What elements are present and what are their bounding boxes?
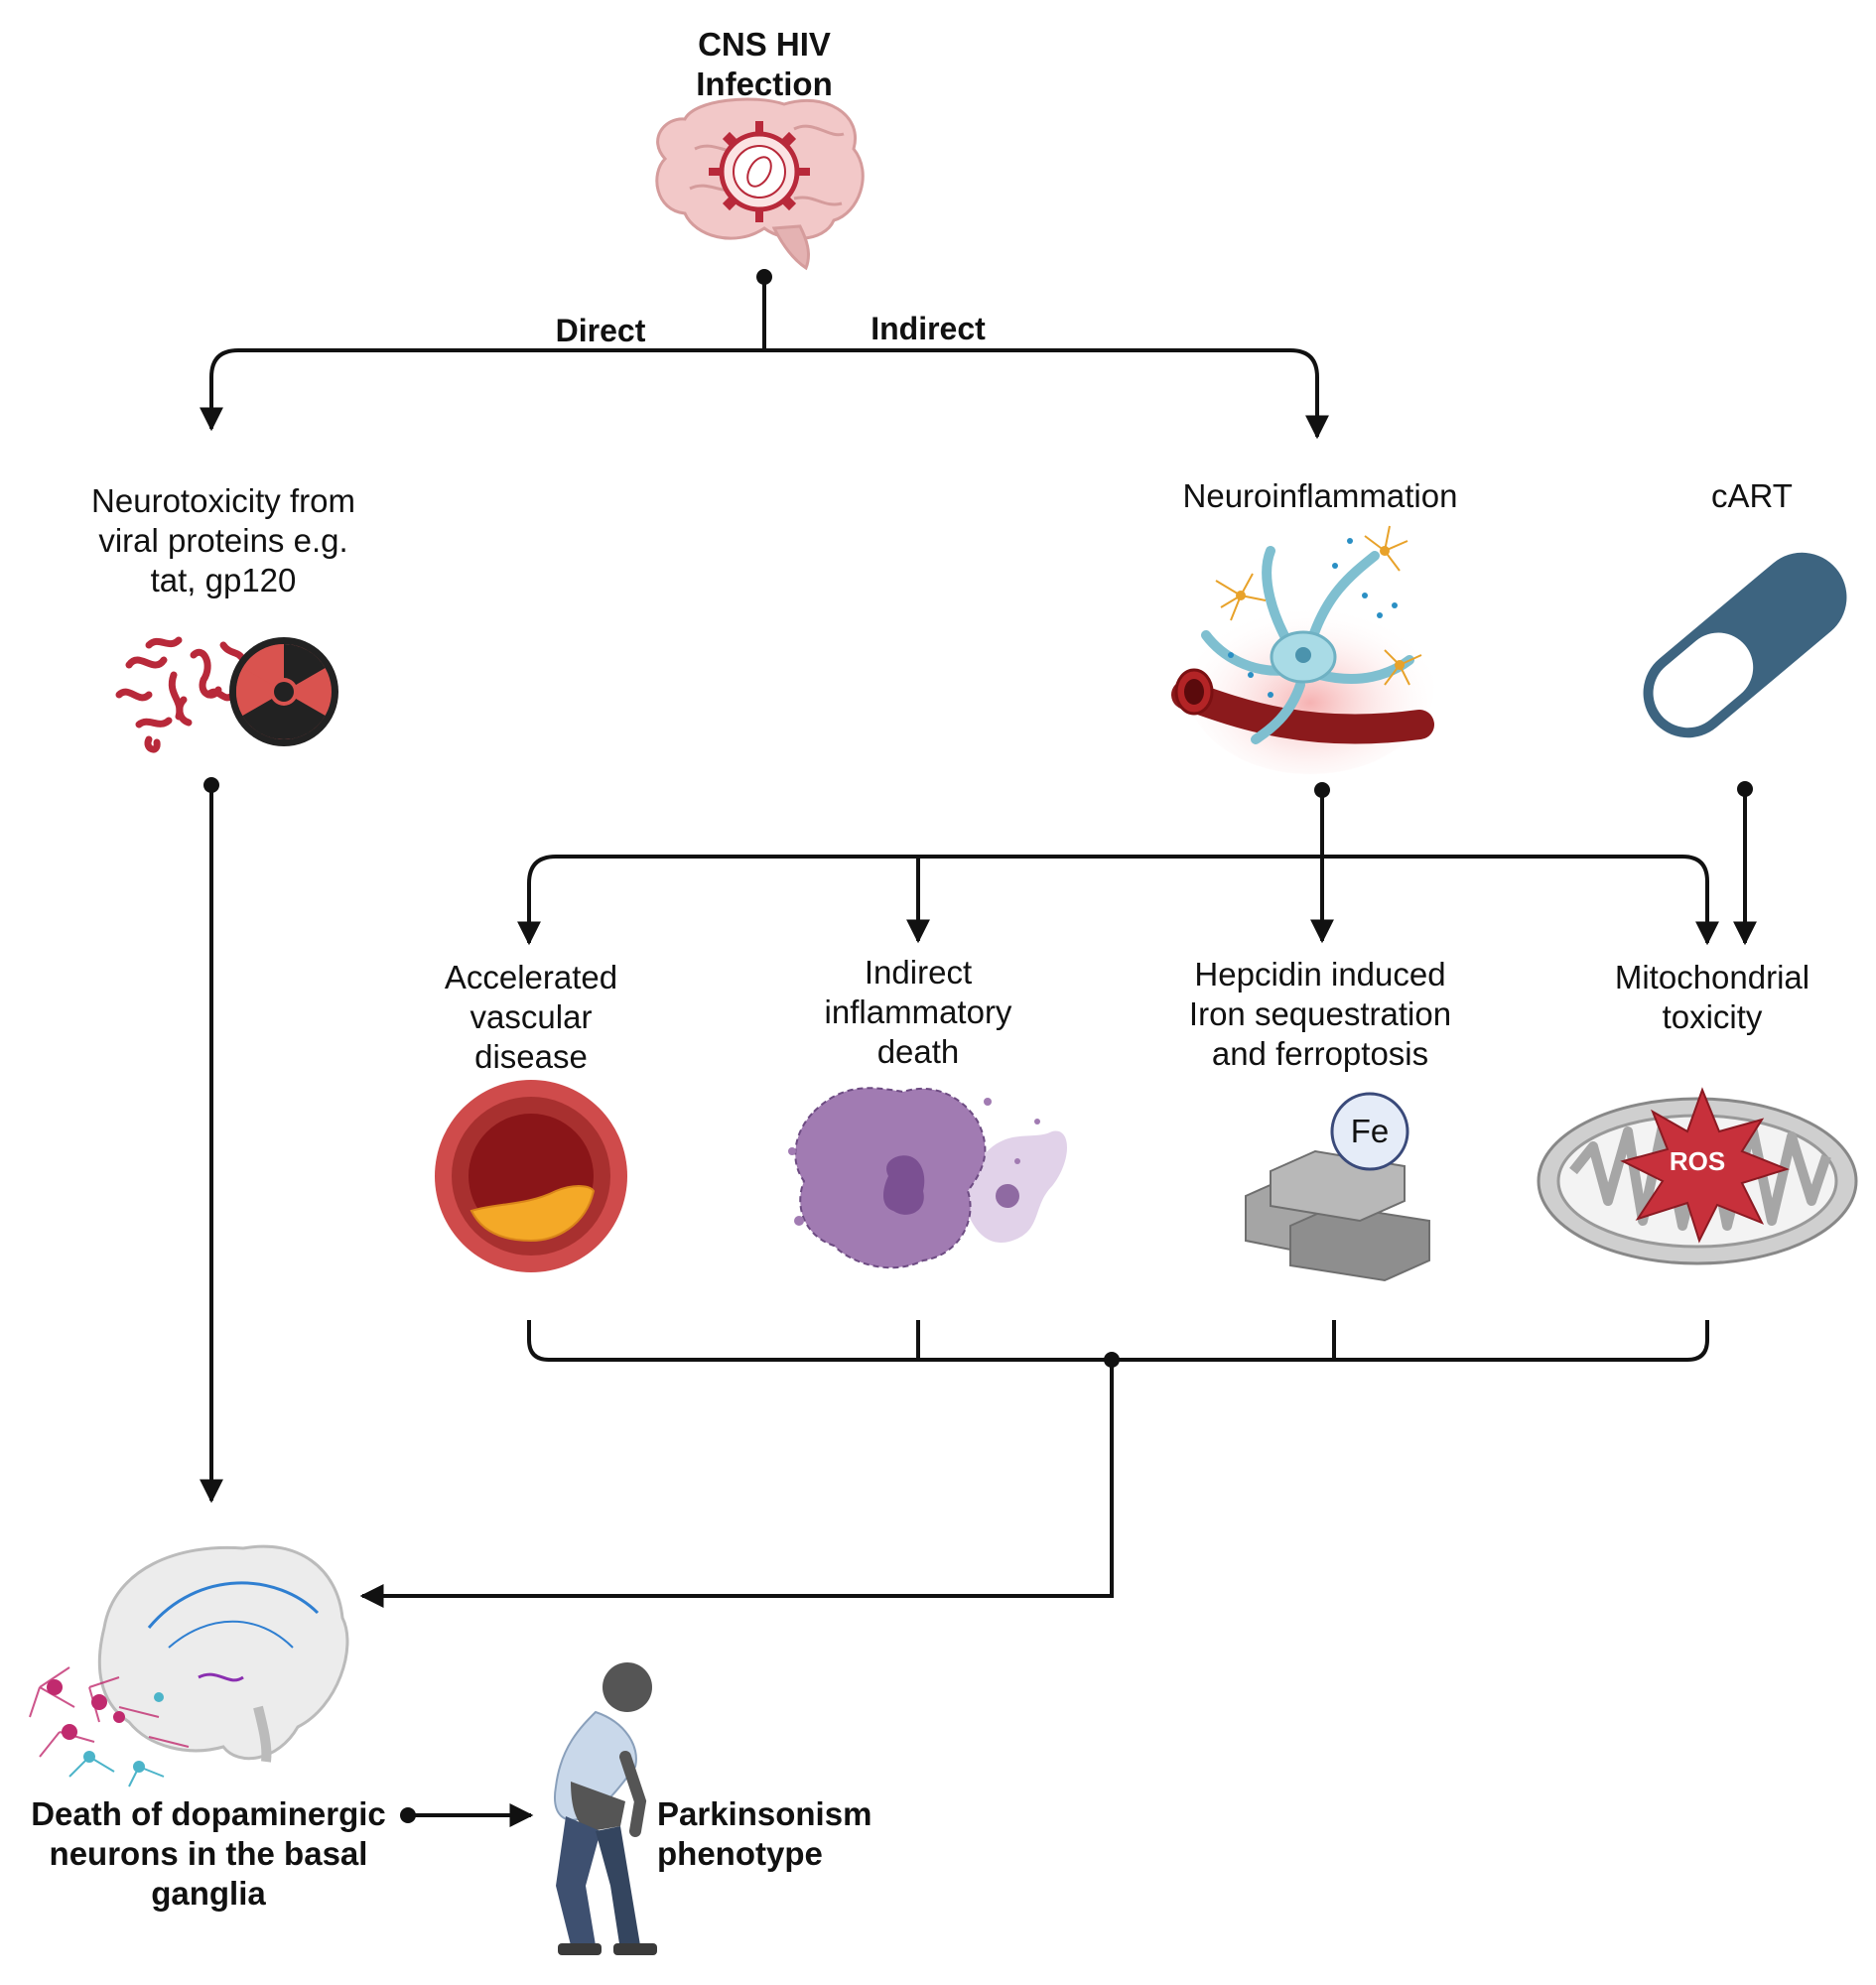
fe-badge-label: Fe bbox=[1350, 1113, 1390, 1149]
node-parkinsonism-line2: phenotype bbox=[657, 1835, 823, 1872]
cell-death-icon bbox=[788, 1087, 1067, 1269]
node-mito-line2: toxicity bbox=[1662, 998, 1763, 1035]
node-neurotoxicity: Neurotoxicity from viral proteins e.g. t… bbox=[40, 481, 407, 600]
node-vascular-line2: vascular bbox=[469, 998, 593, 1035]
node-vascular-line1: Accelerated bbox=[444, 959, 618, 995]
pill-icon bbox=[1643, 552, 1847, 738]
node-vascular: Accelerated vascular disease bbox=[402, 958, 660, 1077]
node-cns-hiv-line2: Infection bbox=[696, 66, 833, 102]
node-neuroinflammation: Neuroinflammation bbox=[1151, 476, 1489, 516]
node-cns-hiv-line1: CNS HIV bbox=[698, 26, 831, 63]
node-parkinsonism: Parkinsonism phenotype bbox=[657, 1794, 915, 1874]
node-dopaminergic-line1: Death of dopaminergic bbox=[31, 1795, 386, 1832]
node-hepcidin-line3: and ferroptosis bbox=[1211, 1035, 1429, 1072]
brain-virus-icon bbox=[655, 97, 865, 271]
ros-label: ROS bbox=[1669, 1146, 1726, 1176]
edge-label-indirect: Indirect bbox=[871, 311, 986, 346]
node-vascular-line3: disease bbox=[474, 1038, 588, 1075]
node-neuroinflammation-line1: Neuroinflammation bbox=[1182, 477, 1458, 514]
brain-neurons-icon bbox=[29, 1544, 349, 1787]
bracket-mechanisms bbox=[527, 1320, 1709, 1362]
elderly-man-icon bbox=[554, 1662, 657, 1955]
node-parkinsonism-line1: Parkinsonism bbox=[657, 1795, 872, 1832]
iron-bars-icon bbox=[1245, 1092, 1430, 1282]
node-hepcidin: Hepcidin induced Iron sequestration and … bbox=[1151, 955, 1489, 1074]
node-cns-hiv: CNS HIV Infection bbox=[615, 25, 913, 104]
node-neurotoxicity-line3: tat, gp120 bbox=[150, 562, 297, 598]
node-neurotoxicity-line2: viral proteins e.g. bbox=[98, 522, 348, 559]
neuroinflammation-icon bbox=[1171, 525, 1434, 774]
node-inflammatory-death-line2: inflammatory bbox=[824, 993, 1012, 1030]
artery-icon bbox=[435, 1080, 627, 1272]
bus-neuroinflammation bbox=[556, 855, 1709, 882]
node-dopaminergic-line3: ganglia bbox=[151, 1875, 266, 1912]
node-cart: cART bbox=[1668, 476, 1836, 516]
node-mito: Mitochondrial toxicity bbox=[1578, 958, 1846, 1037]
edge-to-vascular bbox=[517, 855, 557, 946]
node-cart-line1: cART bbox=[1711, 477, 1793, 514]
node-dopaminergic-line2: neurons in the basal bbox=[49, 1835, 368, 1872]
node-hepcidin-line2: Iron sequestration bbox=[1188, 995, 1452, 1032]
node-inflammatory-death-line1: Indirect bbox=[864, 954, 973, 991]
radiation-icon bbox=[229, 637, 338, 746]
node-hepcidin-line1: Hepcidin induced bbox=[1194, 956, 1446, 992]
edge-indirect bbox=[764, 348, 1329, 440]
node-inflammatory-death-line3: death bbox=[876, 1033, 960, 1070]
node-neurotoxicity-line1: Neurotoxicity from bbox=[91, 482, 355, 519]
edge-label-direct: Direct bbox=[555, 313, 646, 348]
connectors bbox=[200, 269, 1757, 1827]
edge-direct bbox=[200, 348, 764, 432]
node-inflammatory-death: Indirect inflammatory death bbox=[784, 953, 1052, 1072]
node-dopaminergic: Death of dopaminergic neurons in the bas… bbox=[10, 1794, 407, 1914]
mitochondrion-icon bbox=[1537, 1087, 1858, 1265]
node-mito-line1: Mitochondrial bbox=[1614, 959, 1810, 995]
viral-proteins-icon bbox=[115, 636, 247, 753]
edge-mechanisms-dopaminergic bbox=[359, 1360, 1114, 1608]
